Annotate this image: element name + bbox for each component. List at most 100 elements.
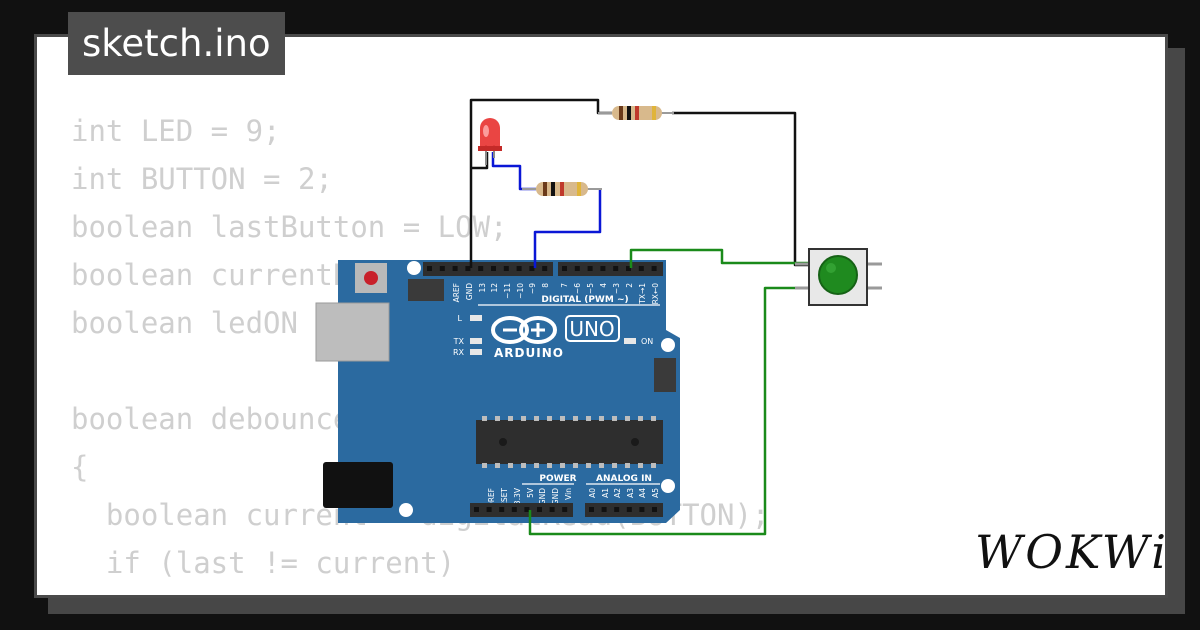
header-pin[interactable] bbox=[562, 266, 567, 271]
reset-button-cap bbox=[364, 271, 378, 285]
header-pin[interactable] bbox=[486, 507, 492, 512]
header-pin[interactable] bbox=[439, 266, 445, 271]
power-label: POWER bbox=[539, 474, 576, 484]
chip-pin bbox=[625, 416, 630, 421]
brand-label: ARDUINO bbox=[494, 346, 564, 360]
analog-header bbox=[585, 503, 663, 517]
header-pin[interactable] bbox=[499, 507, 505, 512]
resistor-1[interactable] bbox=[598, 106, 674, 120]
red-led[interactable] bbox=[478, 118, 502, 165]
code-line: { bbox=[71, 450, 89, 484]
pin-label: 2 bbox=[625, 283, 634, 288]
usb-connector bbox=[315, 302, 390, 362]
chip-pin bbox=[573, 463, 578, 468]
pin-label: AREF bbox=[452, 283, 461, 302]
wire-gnd-to-led[interactable] bbox=[470, 152, 489, 170]
code-line: int BUTTON = 2; bbox=[71, 162, 333, 196]
pin-label: 13 bbox=[478, 283, 487, 293]
led-l bbox=[470, 315, 482, 321]
header-pin[interactable] bbox=[614, 507, 620, 512]
header-pin[interactable] bbox=[639, 507, 645, 512]
header-pin[interactable] bbox=[478, 266, 484, 271]
digital-header-left bbox=[423, 262, 553, 276]
pushbutton[interactable] bbox=[795, 248, 882, 306]
on-label: ON bbox=[641, 337, 653, 346]
pin-label: 12 bbox=[490, 283, 499, 293]
pin-label: RESET bbox=[500, 488, 509, 512]
code-line: boolean lastButton = LOW; bbox=[71, 210, 508, 244]
header-pin[interactable] bbox=[601, 507, 607, 512]
pin-label: 4 bbox=[599, 283, 608, 288]
header-pin[interactable] bbox=[589, 507, 594, 512]
wire-5v-to-button[interactable] bbox=[528, 286, 808, 536]
wire-pin2-to-button[interactable] bbox=[629, 248, 808, 268]
mount-hole bbox=[661, 479, 675, 493]
header-pin[interactable] bbox=[542, 266, 548, 271]
bottom-header-pins bbox=[474, 507, 657, 512]
code-line: int LED = 9; bbox=[71, 114, 281, 148]
header-pin[interactable] bbox=[549, 507, 555, 512]
header-pin[interactable] bbox=[503, 266, 509, 271]
header-pin[interactable] bbox=[465, 266, 471, 271]
header-pin[interactable] bbox=[587, 266, 593, 271]
header-pin[interactable] bbox=[652, 507, 657, 512]
pin-label: ~6 bbox=[573, 283, 582, 294]
chip-pin bbox=[638, 463, 643, 468]
header-pin[interactable] bbox=[529, 266, 535, 271]
header-pin[interactable] bbox=[516, 266, 522, 271]
header-pin[interactable] bbox=[511, 507, 517, 512]
pin-label: A0 bbox=[588, 488, 597, 498]
wire-resistor-to-button[interactable] bbox=[672, 111, 808, 267]
led-rx bbox=[470, 349, 482, 355]
header-pin[interactable] bbox=[600, 266, 606, 271]
header-pin[interactable] bbox=[427, 266, 432, 271]
chip-pin bbox=[625, 463, 630, 468]
led-on bbox=[624, 338, 636, 344]
pin-label: ~3 bbox=[612, 283, 621, 294]
header-pin[interactable] bbox=[491, 266, 496, 271]
chip-pin bbox=[638, 416, 643, 421]
wire-led-to-resistor[interactable] bbox=[491, 152, 536, 191]
header-pin[interactable] bbox=[562, 507, 568, 512]
mount-hole bbox=[407, 261, 421, 275]
header-pin[interactable] bbox=[613, 266, 619, 271]
pin-label: Vin bbox=[564, 488, 573, 500]
header-pin[interactable] bbox=[524, 507, 530, 512]
header-pin[interactable] bbox=[452, 266, 458, 271]
header-pin[interactable] bbox=[638, 266, 644, 271]
pin-label: 8 bbox=[541, 283, 550, 288]
led-l-label: L bbox=[458, 314, 463, 323]
chip-pin bbox=[612, 416, 617, 421]
pin-label: 5V bbox=[526, 487, 535, 498]
top-header-pins bbox=[427, 266, 657, 271]
pin-label: ~9 bbox=[528, 283, 537, 294]
header-pin[interactable] bbox=[474, 507, 479, 512]
model-label: UNO bbox=[569, 317, 614, 341]
wire-resistor-to-pin9[interactable] bbox=[533, 189, 602, 268]
pin-label: ~11 bbox=[503, 283, 512, 299]
power-header bbox=[470, 503, 573, 517]
chip-pin bbox=[586, 463, 591, 468]
icsp-header-2 bbox=[654, 358, 676, 392]
file-tab[interactable]: sketch.ino bbox=[68, 12, 285, 75]
resistor-2[interactable] bbox=[522, 182, 602, 196]
header-pin[interactable] bbox=[626, 266, 631, 271]
header-pin[interactable] bbox=[626, 507, 632, 512]
pin-label: 3.3V bbox=[513, 487, 522, 505]
pin-label: GND bbox=[538, 488, 547, 505]
chip-pin bbox=[508, 416, 513, 421]
header-pin[interactable] bbox=[574, 266, 580, 271]
chip-pin bbox=[547, 416, 552, 421]
mount-hole bbox=[661, 338, 675, 352]
header-pin[interactable] bbox=[651, 266, 657, 271]
chip-pin bbox=[560, 416, 565, 421]
chip-pin bbox=[495, 463, 500, 468]
header-pin[interactable] bbox=[537, 507, 542, 512]
chip-pin bbox=[651, 463, 656, 468]
chip-pin bbox=[521, 463, 526, 468]
icsp-header bbox=[408, 279, 444, 301]
chip-pin bbox=[482, 463, 487, 468]
